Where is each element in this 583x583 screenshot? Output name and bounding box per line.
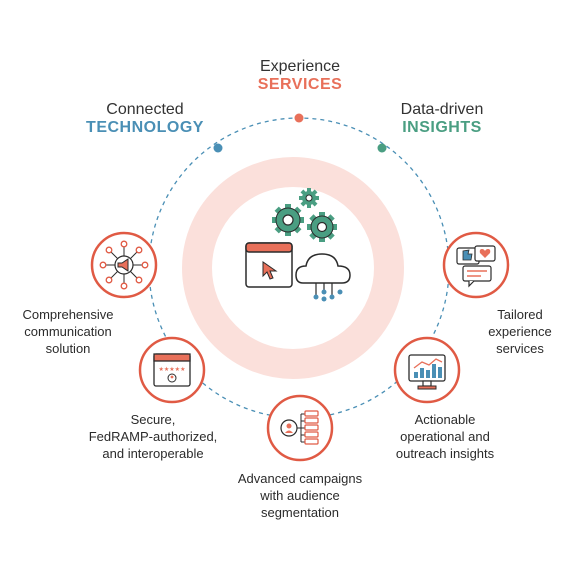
- technology-header-line2: TECHNOLOGY: [86, 119, 204, 137]
- gear-icon: [307, 212, 337, 242]
- campaigns-label-line: Advanced campaigns: [237, 471, 363, 486]
- insights-node: [393, 336, 461, 404]
- gear-icon: [272, 204, 304, 236]
- secure-label-line: FedRAMP-authorized,: [88, 429, 218, 444]
- technology-marker: [213, 143, 223, 153]
- secure-node: ★★★★★: [138, 336, 206, 404]
- campaigns-node: [266, 394, 334, 462]
- secure-label-line: Secure,: [130, 412, 176, 427]
- center-ring: [182, 157, 404, 379]
- tailored-node: [442, 231, 510, 299]
- secure-label: Secure, FedRAMP-authorized, and interope…: [58, 411, 248, 462]
- secure-label-line: and interoperable: [102, 446, 204, 461]
- rated-browser-icon: ★★★★★: [153, 353, 191, 387]
- tailored-label-line: services: [496, 341, 544, 356]
- svg-text:★★★★★: ★★★★★: [159, 366, 186, 373]
- communication-node: [90, 231, 158, 299]
- insights-label-line: outreach insights: [395, 446, 495, 461]
- analytics-monitor-icon: [408, 354, 446, 390]
- insights-label: Actionable operational and outreach insi…: [360, 411, 530, 462]
- communication-label-line: solution: [45, 341, 91, 356]
- services-header-line2: SERVICES: [257, 76, 343, 94]
- communication-label: Comprehensive communication solution: [8, 306, 128, 357]
- tailored-label-line: experience: [488, 324, 552, 339]
- services-header: Experience SERVICES: [240, 58, 360, 95]
- technology-header: Connected TECHNOLOGY: [75, 101, 215, 138]
- megaphone-network-icon: [99, 240, 149, 290]
- services-header-line1: Experience: [259, 58, 341, 75]
- technology-header-line1: Connected: [106, 101, 184, 118]
- campaigns-label-line: segmentation: [260, 505, 340, 520]
- audience-segmentation-icon: [280, 410, 319, 445]
- services-marker: [294, 113, 304, 123]
- gear-icon: [299, 188, 319, 208]
- feedback-chat-icon: [456, 245, 496, 288]
- communication-label-line: communication: [24, 324, 112, 339]
- tailored-label-line: Tailored: [497, 307, 543, 322]
- browser-window-icon: [245, 242, 293, 288]
- cloud-icon: [295, 253, 351, 302]
- insights-marker: [377, 143, 387, 153]
- insights-label-line: Actionable: [414, 412, 476, 427]
- insights-header-line1: Data-driven: [400, 101, 484, 118]
- insights-header-line2: INSIGHTS: [402, 119, 482, 137]
- center-illustration-icon: [245, 188, 351, 302]
- insights-header: Data-driven INSIGHTS: [382, 101, 502, 138]
- campaigns-label: Advanced campaigns with audience segment…: [205, 470, 395, 521]
- insights-label-line: operational and: [400, 429, 490, 444]
- campaigns-label-line: with audience: [260, 488, 340, 503]
- communication-label-line: Comprehensive: [22, 307, 114, 322]
- tailored-label: Tailored experience services: [470, 306, 570, 357]
